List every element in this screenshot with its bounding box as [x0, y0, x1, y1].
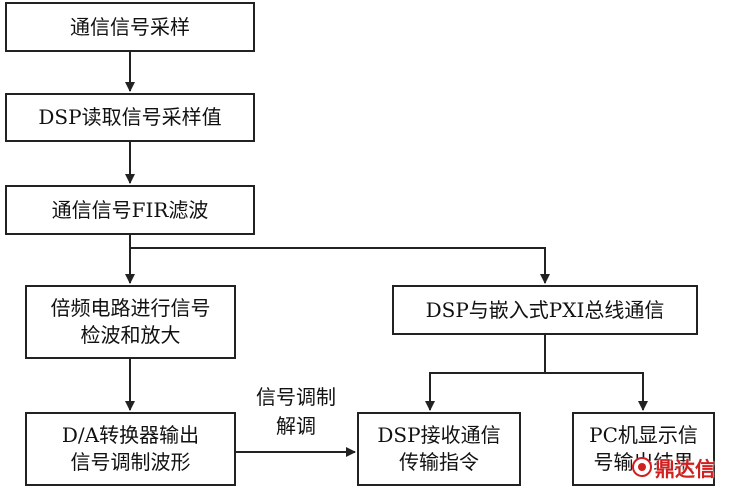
- node-detect-amplify: 倍频电路进行信号 检波和放大: [25, 285, 236, 359]
- watermark-text: 鼎达信: [655, 456, 715, 481]
- node-fir-filter: 通信信号FIR滤波: [5, 185, 255, 235]
- watermark-logo-icon: [632, 457, 652, 477]
- node-dsp-receive: DSP接收通信 传输指令: [357, 412, 521, 486]
- edge-label-modulation: 信号调制 解调: [256, 385, 336, 438]
- arrow-pxi-to-dsp-receive: [425, 335, 546, 411]
- node-dsp-read: DSP读取信号采样值: [5, 93, 255, 142]
- node-sampling: 通信信号采样: [5, 2, 255, 52]
- watermark: 鼎达信: [632, 452, 715, 482]
- node-pxi-bus: DSP与嵌入式PXI总线通信: [392, 285, 698, 335]
- arrow-fir-to-pxi: [130, 247, 550, 284]
- node-da-output: D/A转换器输出 信号调制波形: [25, 412, 236, 486]
- arrow-pxi-to-pc-display: [545, 372, 648, 411]
